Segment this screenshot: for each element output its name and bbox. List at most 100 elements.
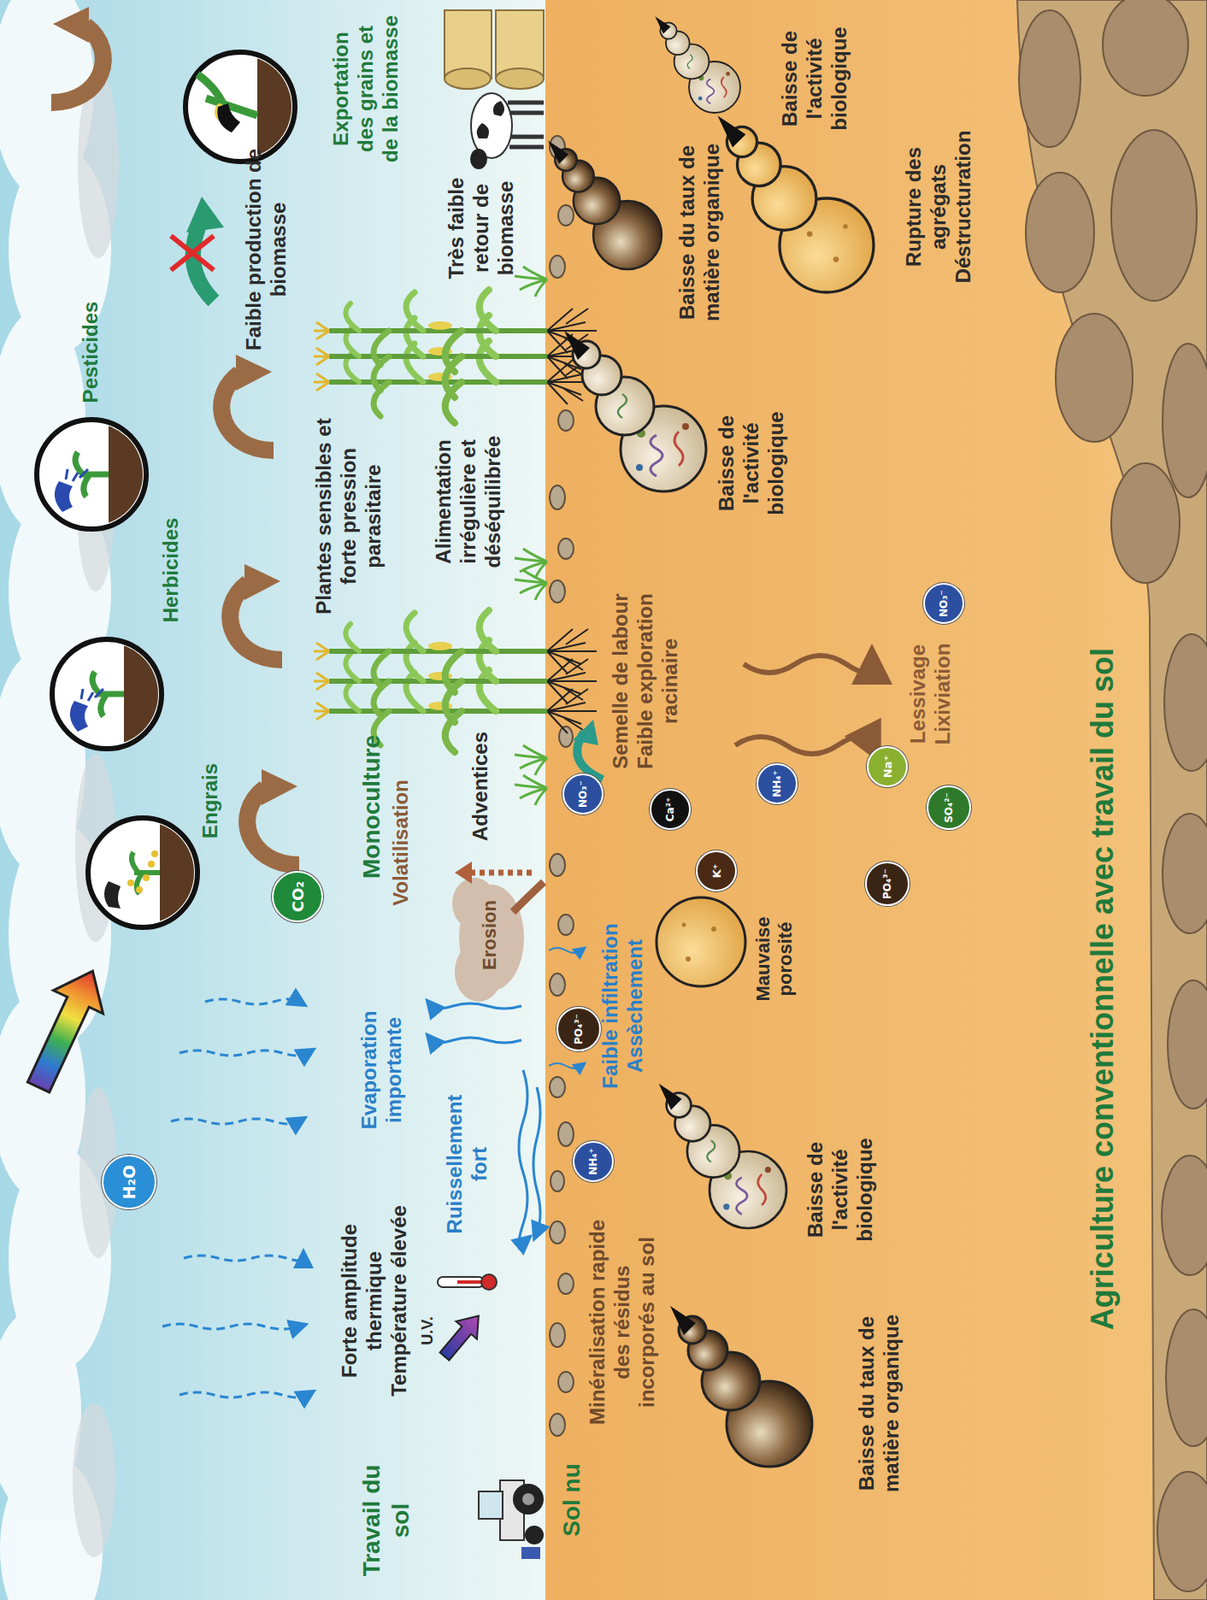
leaching-arrows — [735, 655, 872, 754]
rock-layer — [1018, 0, 1207, 1592]
diagram-title: Agriculture conventionnelle avec travail… — [1083, 561, 1121, 1417]
pebbles — [559, 726, 573, 748]
input-icons — [52, 639, 167, 749]
pebbles — [558, 410, 574, 431]
hay-bales — [444, 68, 491, 89]
volatilisation-arrow — [454, 861, 532, 884]
tractor — [478, 1491, 503, 1520]
pebbles — [549, 1221, 566, 1244]
sun-rays-arrow — [13, 959, 118, 1100]
porosity-aggregate — [682, 923, 687, 928]
rock-layer — [1111, 463, 1180, 583]
volatilisation-arrow — [454, 861, 472, 884]
input-icons — [36, 419, 152, 530]
input-icons — [142, 874, 150, 882]
rock-layer — [1102, 0, 1189, 96]
cow — [470, 93, 544, 170]
ion-circle: SO₄²⁻ — [926, 785, 972, 831]
pebbles — [550, 1171, 565, 1192]
tractor — [522, 1493, 535, 1506]
rain — [179, 1392, 308, 1398]
ion-circle: NO₃⁻ — [923, 582, 965, 625]
evaporation-arrows — [431, 1003, 522, 1009]
annotation-label: Volatilisation — [388, 765, 414, 920]
weeds — [514, 266, 548, 297]
thermometer — [437, 1277, 484, 1288]
uv-arrow — [434, 1307, 489, 1366]
cow — [471, 93, 513, 159]
tractor — [512, 1483, 544, 1515]
input-icons — [147, 860, 155, 868]
ion-formula: K⁺ — [710, 864, 724, 879]
input-arrows — [51, 6, 300, 866]
thermometer — [481, 1274, 497, 1290]
annotation-label: Faible infiltration Assèchement — [598, 899, 648, 1113]
input-arrows — [247, 769, 300, 866]
rock-layer — [1167, 980, 1207, 1109]
rock-layer — [1111, 129, 1197, 301]
annotation-label: Minéralisation rapide des résidus incorp… — [585, 1211, 660, 1434]
runoff-arrows — [518, 1070, 528, 1244]
soil-aggregates — [670, 1306, 813, 1467]
annotation-label: Forte amplitude thermique Température él… — [337, 1194, 412, 1408]
rock-layer — [1161, 1155, 1207, 1276]
tractor — [524, 1525, 544, 1545]
crops — [313, 289, 597, 372]
input-icons — [185, 52, 301, 162]
annotation-label: U.V. — [418, 1296, 438, 1366]
ion-formula: NO₃⁻ — [577, 780, 589, 808]
annotation-label: Baisse du taux de matière organique — [675, 141, 725, 325]
ion-circle: Na⁺ — [866, 746, 908, 788]
pebbles — [549, 853, 566, 877]
no-return-arrow — [170, 235, 214, 271]
ion-circle: NH₄⁺ — [756, 763, 798, 805]
pebbles — [549, 1323, 566, 1348]
pebbles — [558, 538, 574, 560]
ion-formula: Na⁺ — [881, 755, 895, 779]
annotation-label: Travail du sol — [357, 1456, 415, 1585]
ion-formula: PO₄³⁻ — [572, 1013, 585, 1045]
annotation-label: Baisse du taux de matière organique — [854, 1312, 905, 1496]
uv-arrow — [434, 1307, 489, 1366]
pebbles — [549, 485, 566, 510]
pebbles — [549, 580, 566, 603]
rock-layer — [1055, 313, 1133, 442]
pebbles — [558, 914, 574, 936]
pebbles — [558, 205, 574, 226]
annotation-label: Pesticides — [78, 288, 104, 417]
annotation-label: Baisse de l'activité biologique — [803, 1130, 878, 1250]
crops — [313, 610, 597, 693]
pebbles — [549, 1413, 566, 1437]
runoff-arrows — [533, 1087, 541, 1233]
cow — [476, 100, 505, 139]
sky — [0, 0, 548, 1600]
ion-circle: Ca²⁺ — [649, 788, 691, 831]
rain — [179, 1050, 308, 1056]
input-arrows — [229, 564, 283, 660]
input-icons — [81, 688, 104, 701]
volatilisation-arrow — [471, 870, 532, 877]
cloud-shadows — [72, 1403, 116, 1558]
input-icons — [70, 700, 89, 732]
ion-formula: H₂O — [119, 1165, 139, 1200]
annotation-label: Faible production de biomasse — [241, 147, 292, 353]
ion-circle: CO₂ — [271, 871, 324, 923]
annotation-label: Sol nu — [557, 1448, 587, 1552]
ion-formula: NO₃⁻ — [937, 589, 950, 618]
weeds — [514, 266, 548, 806]
input-icons — [217, 103, 241, 133]
input-icons — [75, 452, 109, 497]
cow — [507, 102, 544, 148]
rock-layer — [1162, 343, 1207, 498]
ion-formula: PO₄³⁻ — [881, 868, 894, 900]
soil-aggregates — [547, 16, 874, 1467]
pebbles — [549, 255, 566, 278]
annotation-label: Très faible retour de biomasse — [444, 155, 519, 301]
ion-circle: H₂O — [101, 1154, 157, 1210]
sky — [0, 0, 548, 1600]
ion-circle: K⁺ — [695, 850, 737, 892]
soil-aggregates — [654, 16, 741, 113]
leaching-arrows — [735, 736, 872, 754]
erosion-cloud — [452, 877, 544, 1002]
biomass-return-arrow — [572, 719, 599, 746]
